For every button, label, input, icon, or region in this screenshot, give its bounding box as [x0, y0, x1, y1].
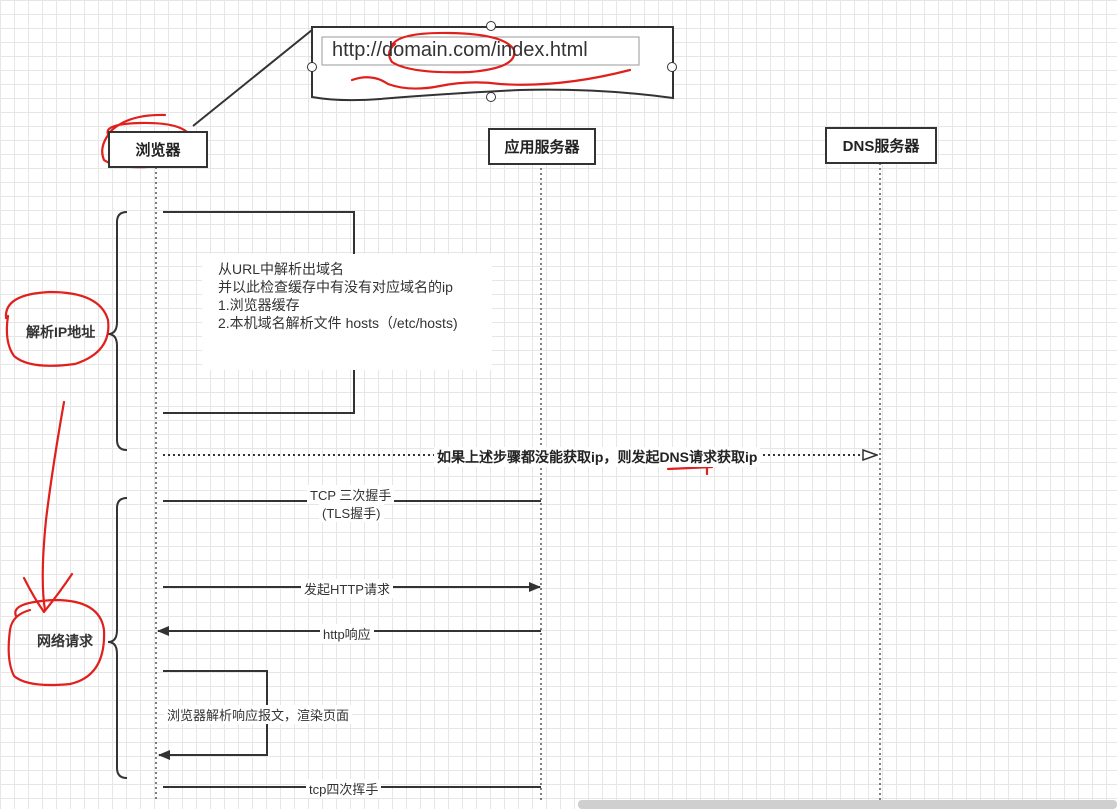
circle-resolve-ip-annotation	[4, 290, 110, 367]
resolve-ip-label: 解析IP地址	[26, 324, 96, 340]
dns-request-label: 如果上述步骤都没能获取ip，则发起DNS请求获取ip	[434, 447, 761, 467]
selection-handle	[486, 92, 496, 102]
note-line: 2.本机域名解析文件 hosts（/etc/hosts)	[218, 315, 458, 331]
arrow-head-annotation	[22, 572, 74, 614]
browser-participant[interactable]: 浏览器	[108, 131, 208, 168]
tcp-close-label: tcp四次挥手	[306, 779, 382, 798]
note-line: 从URL中解析出域名	[218, 261, 345, 277]
horizontal-scrollbar[interactable]	[578, 800, 1117, 809]
resolve-note: 从URL中解析出域名 并以此检查缓存中有没有对应域名的ip 1.浏览器缓存 2.…	[202, 254, 492, 370]
selection-handle	[486, 21, 496, 31]
network-request-bracket	[107, 497, 128, 779]
underline-url-annotation	[350, 68, 632, 90]
dns-server-participant[interactable]: DNS服务器	[825, 127, 937, 164]
tls-handshake-label: (TLS握手)	[319, 503, 384, 522]
note-line: 并以此检查缓存中有没有对应域名的ip	[218, 279, 453, 295]
circle-domain-annotation	[388, 31, 516, 74]
url-connector-line	[192, 29, 313, 127]
resolve-ip-bracket	[107, 211, 128, 451]
circle-network-annotation	[7, 598, 106, 687]
url-text: http://domain.com/index.html	[332, 39, 588, 61]
http-response-label: http响应	[320, 624, 374, 643]
app-server-participant[interactable]: 应用服务器	[488, 128, 596, 165]
selection-handle	[307, 62, 317, 72]
network-request-label: 网络请求	[37, 633, 93, 649]
render-label: 浏览器解析响应报文，渲染页面	[164, 705, 353, 724]
url-field-border	[321, 36, 640, 66]
note-line: 1.浏览器缓存	[218, 297, 300, 313]
http-request-label: 发起HTTP请求	[301, 579, 393, 598]
selection-handle	[667, 62, 677, 72]
tcp-handshake-label: TCP 三次握手	[307, 485, 395, 504]
arrow-stem-annotation	[41, 400, 66, 612]
